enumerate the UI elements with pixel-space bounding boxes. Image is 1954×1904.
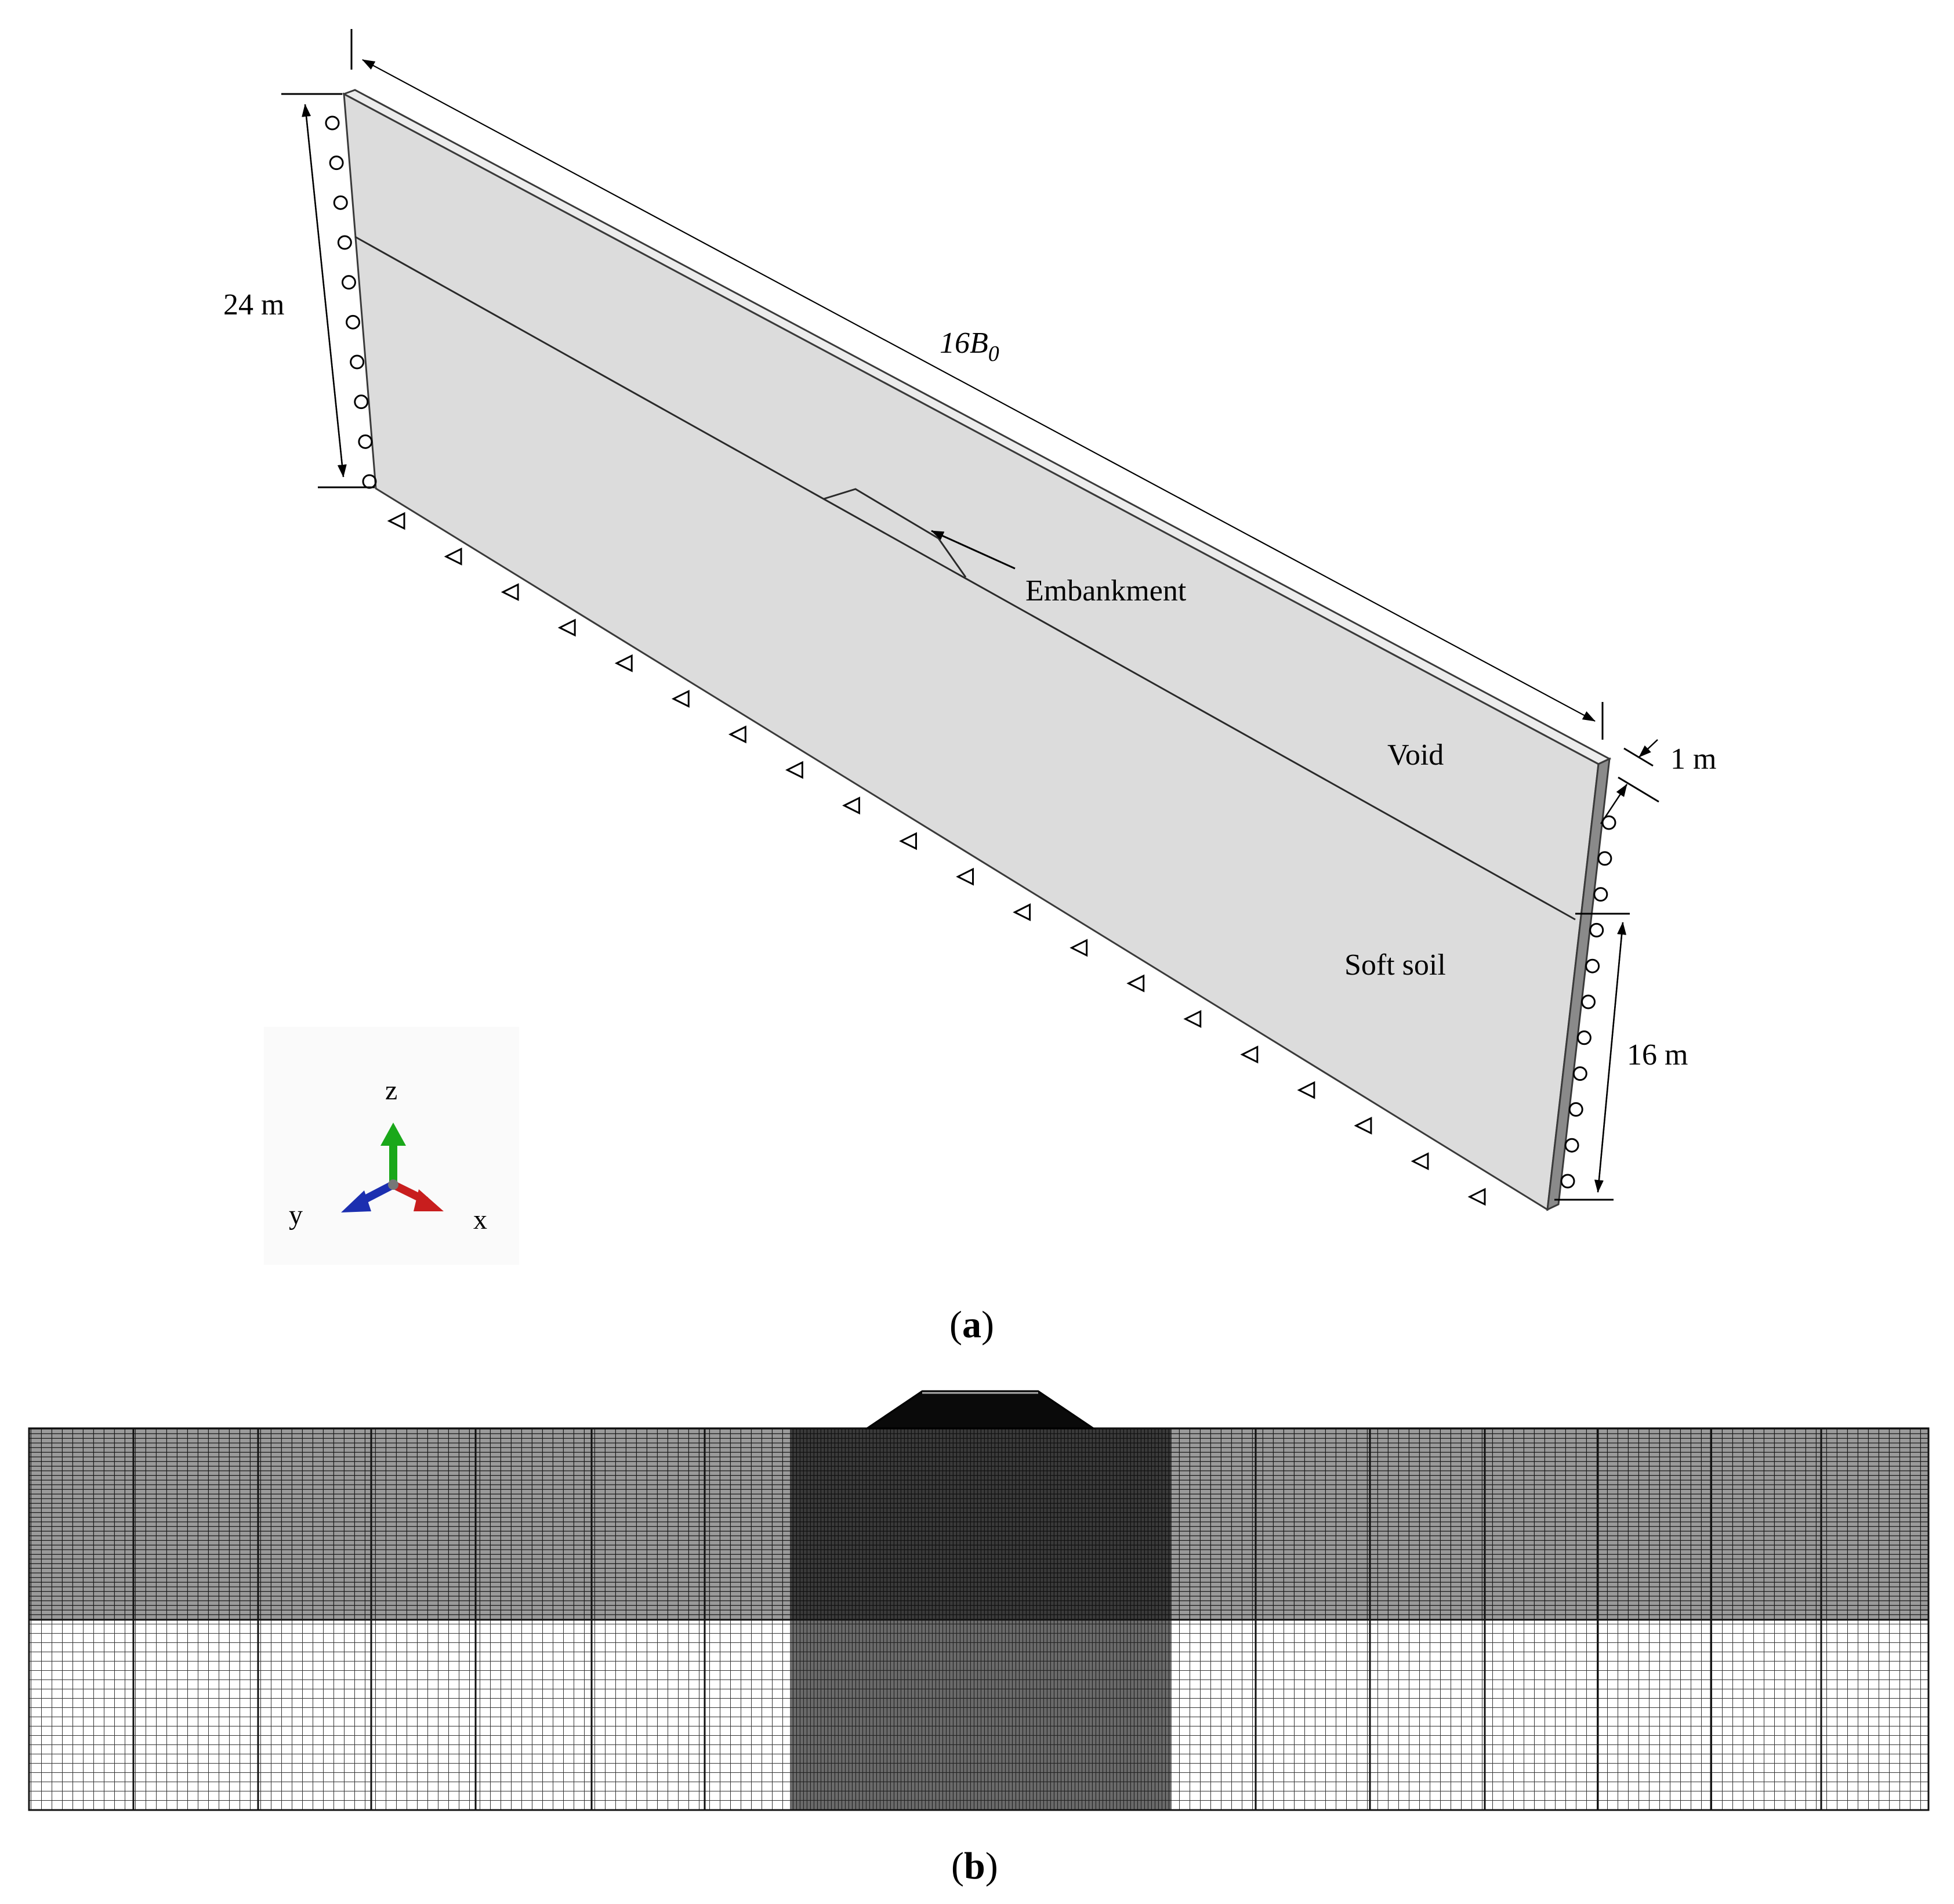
roller-support xyxy=(325,115,340,131)
caption-b: (b) xyxy=(951,1845,998,1887)
roller-support xyxy=(354,394,369,410)
roller-support xyxy=(1576,1030,1592,1045)
pin-support xyxy=(1013,903,1031,921)
void-label: Void xyxy=(1387,739,1444,772)
roller-support xyxy=(329,155,344,171)
roller-support xyxy=(362,474,377,489)
roller-support xyxy=(1585,958,1600,973)
roller-support xyxy=(346,314,361,330)
dimension-1m: 1 m xyxy=(1600,739,1716,824)
mesh-upper-left xyxy=(29,1428,790,1620)
dim-24m-label: 24 m xyxy=(223,288,284,321)
z-axis-arrowhead xyxy=(380,1123,406,1146)
dim-16m-label: 16 m xyxy=(1627,1038,1688,1072)
dimension-16m: 16 m xyxy=(1554,913,1688,1201)
pin-support xyxy=(1467,1188,1486,1206)
embankment-outline xyxy=(823,488,967,578)
dim-16B0-label: 16B0 xyxy=(940,327,999,366)
roller-support xyxy=(337,235,352,250)
panel-a: Embankment Void Soft soil 24 m 16B0 xyxy=(223,29,1716,1346)
pin-support xyxy=(557,618,576,637)
pin-support xyxy=(387,512,405,530)
z-axis-label: z xyxy=(385,1075,397,1106)
pin-support xyxy=(1240,1045,1259,1064)
embankment-label: Embankment xyxy=(1025,574,1187,607)
pin-support xyxy=(785,761,803,779)
pin-support xyxy=(671,690,690,708)
pin-support xyxy=(842,797,860,815)
axis-triad: z y x xyxy=(264,1027,519,1265)
caption-a: (a) xyxy=(949,1304,994,1346)
roller-support xyxy=(1597,851,1612,866)
roller-support xyxy=(333,195,348,210)
pin-support xyxy=(1411,1152,1429,1171)
embankment-mesh xyxy=(864,1390,1096,1429)
pin-support xyxy=(614,654,633,672)
panel-b: (b) xyxy=(28,1390,1930,1887)
x-axis-arrowhead xyxy=(414,1189,444,1211)
pin-support xyxy=(1126,974,1145,993)
soil-interface-line xyxy=(354,236,1576,921)
right-roller-supports xyxy=(1560,815,1616,1189)
bottom-pin-supports xyxy=(387,512,1486,1206)
roller-support xyxy=(341,275,356,290)
pin-support xyxy=(444,547,462,566)
roller-support xyxy=(358,434,373,449)
pin-support xyxy=(1354,1116,1372,1135)
mesh-upper-right xyxy=(1172,1428,1928,1620)
mesh-center-upper xyxy=(790,1428,1172,1620)
roller-support xyxy=(1593,887,1608,902)
mesh-lower-left xyxy=(29,1620,790,1810)
pin-support xyxy=(1297,1081,1315,1099)
embankment-leader-arrow xyxy=(931,530,1016,570)
pin-support xyxy=(1183,1009,1202,1028)
dim-1m-label: 1 m xyxy=(1670,743,1716,776)
pin-support xyxy=(956,867,974,886)
mesh-lower-right xyxy=(1172,1620,1928,1810)
left-roller-supports xyxy=(325,115,377,489)
dimension-16B0: 16B0 xyxy=(350,29,1604,740)
x-axis-label: x xyxy=(473,1204,487,1235)
pin-support xyxy=(501,583,519,602)
dimension-24m: 24 m xyxy=(223,93,375,488)
roller-support xyxy=(1564,1138,1579,1153)
y-axis-label: y xyxy=(289,1200,303,1230)
roller-support xyxy=(1568,1102,1583,1117)
roller-support xyxy=(1572,1066,1587,1081)
soft-soil-label: Soft soil xyxy=(1344,949,1446,982)
pin-support xyxy=(1070,939,1088,957)
y-axis-arrowhead xyxy=(341,1190,371,1212)
roller-support xyxy=(1560,1174,1575,1189)
roller-support xyxy=(1581,994,1596,1009)
triad-origin xyxy=(388,1179,398,1190)
roller-support xyxy=(1601,815,1616,830)
roller-support xyxy=(350,354,365,370)
pin-support xyxy=(728,725,746,744)
roller-support xyxy=(1589,922,1604,937)
pin-support xyxy=(899,832,917,850)
mesh-center-lower xyxy=(790,1620,1172,1810)
model-right-face xyxy=(1546,757,1611,1211)
